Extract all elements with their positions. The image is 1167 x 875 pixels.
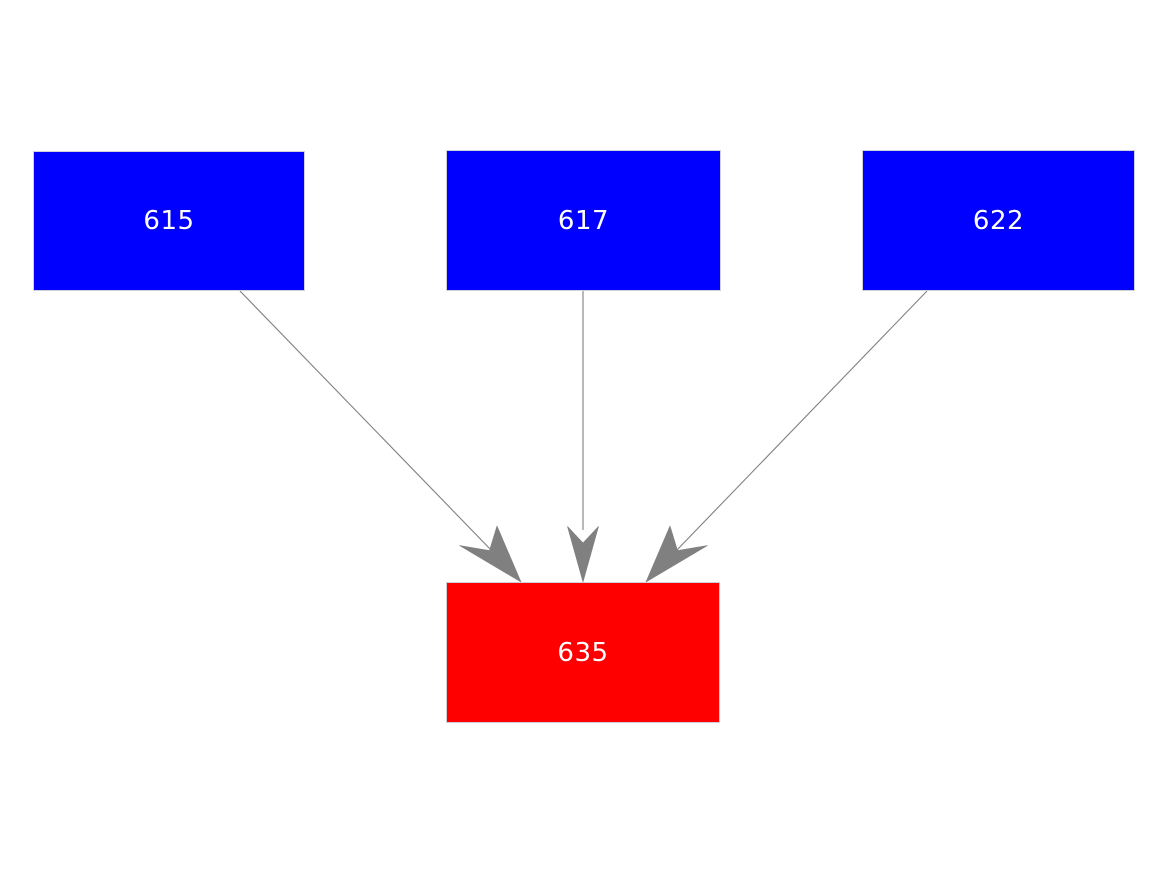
arrowhead-622-635 <box>645 525 708 583</box>
edge-622-to-635 <box>645 290 928 583</box>
arrowhead-617-635 <box>567 526 599 583</box>
edge-line-615-635 <box>239 290 493 552</box>
graph-node-622[interactable]: 622 <box>862 150 1135 291</box>
edge-615-to-635 <box>239 290 522 583</box>
graph-node-617[interactable]: 617 <box>446 150 721 291</box>
node-label-622: 622 <box>972 205 1025 236</box>
edge-617-to-635 <box>567 291 599 583</box>
graph-node-635[interactable]: 635 <box>446 582 720 723</box>
edge-line-622-635 <box>675 290 928 552</box>
node-label-617: 617 <box>557 205 610 236</box>
arrowhead-615-635 <box>459 525 522 583</box>
graph-node-615[interactable]: 615 <box>33 151 305 291</box>
node-label-615: 615 <box>143 206 195 236</box>
node-label-635: 635 <box>557 637 609 668</box>
